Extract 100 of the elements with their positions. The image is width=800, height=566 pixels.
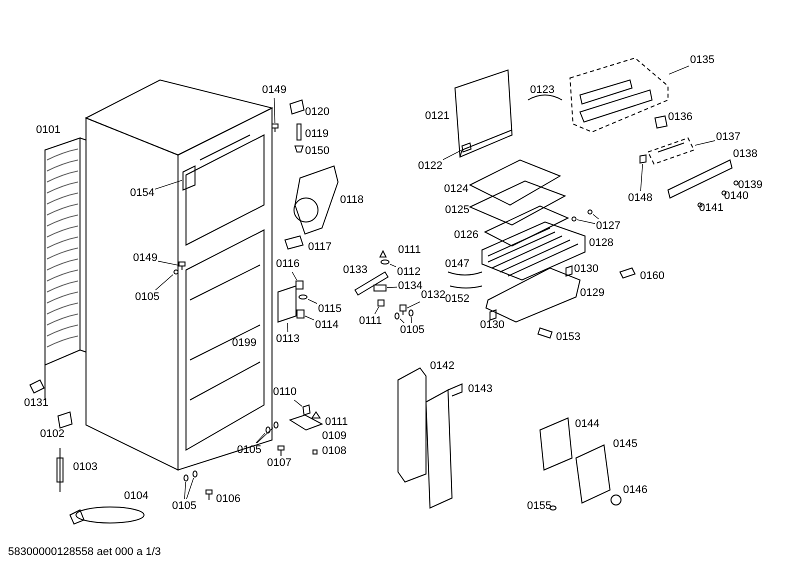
dashed-assembly-outline (647, 137, 695, 165)
washer-icon (408, 310, 414, 316)
callout-number: 0128 (589, 237, 614, 250)
leader-line (400, 318, 405, 324)
plug-icon (572, 216, 576, 222)
washer-icon (394, 312, 400, 320)
callout-number: 0108 (322, 445, 346, 458)
leader-line (390, 264, 396, 268)
callout-number: 0154 (130, 187, 154, 200)
callout-number: 0153 (556, 331, 580, 344)
leader-line (184, 482, 186, 500)
leader-line (576, 219, 596, 224)
callout-number: 0125 (445, 204, 470, 217)
screw-icon (178, 262, 186, 270)
leader-line (308, 298, 318, 304)
callout-number: 0133 (343, 264, 368, 277)
leader-line (186, 478, 194, 500)
leader-line (592, 214, 600, 220)
callout-number: 0137 (716, 131, 740, 144)
callout-number: 0119 (305, 128, 329, 141)
washer-icon (380, 260, 390, 264)
callout-number: 0150 (305, 145, 330, 158)
callout-number: 0129 (580, 287, 604, 300)
callout-number: 0140 (724, 190, 748, 203)
leader-line (155, 274, 174, 290)
callout-number: 0136 (668, 111, 692, 124)
leader-line (292, 272, 298, 280)
callout-number: 0113 (276, 333, 300, 346)
callout-number: 0134 (398, 280, 422, 293)
leader-line (386, 286, 398, 288)
callout-number: 0104 (124, 490, 148, 503)
callout-number: 0103 (73, 461, 98, 474)
leader-line (694, 140, 716, 146)
pin-icon (374, 284, 386, 292)
leader-line (442, 150, 462, 160)
callout-number: 0132 (421, 289, 446, 302)
callout-number: 0107 (267, 457, 292, 470)
callout-number: 0124 (444, 183, 468, 196)
callout-number: 0115 (318, 303, 342, 316)
callout-number: 0139 (738, 179, 762, 191)
callout-number: 0116 (276, 258, 300, 271)
callout-number: 0110 (273, 386, 297, 399)
dashed-assembly-outline (569, 57, 668, 133)
callout-number: 0114 (315, 319, 339, 332)
callout-number: 0118 (340, 194, 364, 207)
washer-icon (174, 270, 178, 274)
callout-number: 0117 (308, 241, 332, 254)
plug-icon (588, 210, 592, 214)
callout-number: 0106 (216, 493, 240, 506)
sticker-icon (182, 165, 196, 191)
callout-number: 0145 (613, 438, 638, 451)
callout-number: 0126 (454, 229, 478, 242)
callout-number: 0111 (359, 315, 382, 328)
clip-icon (296, 310, 304, 318)
callout-number: 0123 (530, 84, 554, 97)
callout-number: 0105 (172, 500, 196, 513)
sticker-icon (461, 142, 472, 153)
leader-line (668, 66, 690, 75)
callout-number: 0105 (135, 291, 160, 304)
callout-number: 0105 (400, 324, 424, 337)
callout-number: 0199 (232, 337, 256, 350)
washer-icon (192, 470, 198, 478)
leader-line (154, 180, 182, 190)
nut-icon (378, 300, 384, 306)
leader-line (640, 164, 643, 192)
leader-line (256, 432, 266, 444)
callout-number: 0112 (397, 266, 421, 279)
screw-icon (272, 124, 278, 132)
callout-number: 0130 (480, 319, 504, 332)
callout-number: 0149 (262, 84, 286, 97)
washer-icon (184, 474, 188, 482)
callout-number: 0148 (628, 192, 652, 205)
callout-number: 0121 (425, 110, 450, 123)
callout-number: 0101 (36, 124, 60, 137)
callout-number: 0109 (322, 430, 346, 443)
leader-line (374, 306, 380, 314)
washer-icon (266, 426, 270, 434)
callout-number: 0111 (398, 244, 421, 257)
screw-icon (400, 304, 406, 316)
callout-number: 0120 (305, 106, 330, 119)
button-cap-icon (640, 154, 646, 164)
callout-number: 0135 (690, 54, 714, 67)
callout-number: 0127 (596, 220, 620, 233)
callout-number: 0102 (40, 428, 64, 441)
leader-line (410, 316, 412, 324)
leader-line (158, 260, 178, 266)
callout-number: 0141 (699, 202, 724, 215)
callout-number: 0155 (527, 500, 552, 513)
callout-number: 0142 (430, 360, 454, 373)
leader-line (304, 316, 314, 320)
clip-icon (302, 404, 311, 416)
callout-number: 0131 (24, 397, 48, 410)
callout-number: 0144 (575, 418, 600, 431)
callout-number: 0122 (418, 160, 442, 173)
washer-icon (274, 422, 278, 428)
leader-line (406, 301, 420, 308)
callout-number: 0160 (640, 270, 664, 283)
leader-line (256, 427, 274, 444)
cover-plate-icon (278, 285, 296, 323)
callout-number: 0149 (133, 252, 158, 265)
